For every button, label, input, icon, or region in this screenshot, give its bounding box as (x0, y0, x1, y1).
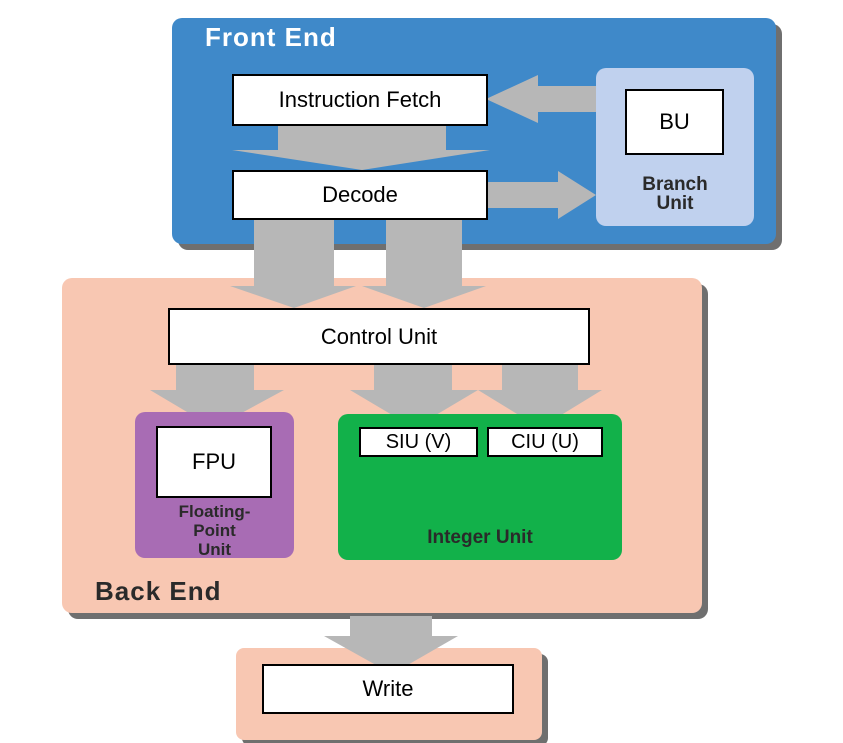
siu-box: SIU (V) (359, 427, 478, 457)
integer-unit-label: Integer Unit (427, 527, 533, 548)
fpu-label-line3: Unit (197, 540, 232, 559)
branch-unit-label-line1: Branch (642, 174, 708, 195)
front-end-title: Front End (205, 22, 337, 52)
arrow-control-to-fpu (150, 362, 284, 428)
arrow-branch-to-fetch (486, 75, 596, 123)
fpu-label-line2: Point (193, 521, 236, 540)
arrow-decode-to-branch (488, 171, 596, 219)
ciu-box: CIU (U) (487, 427, 603, 457)
arrow-control-to-ciu (478, 362, 602, 428)
write-box: Write (262, 664, 514, 714)
arrow-fetch-to-decode (232, 124, 490, 170)
arrow-decode-to-control-left (230, 218, 356, 308)
fpu-label: Floating- Point Unit (135, 502, 294, 559)
instruction-fetch-box: Instruction Fetch (232, 74, 488, 126)
branch-unit-label-line2: Unit (656, 193, 694, 214)
fpu-label-line1: Floating- (178, 502, 251, 521)
bu-box: BU (625, 89, 724, 155)
arrow-control-to-siu (350, 362, 478, 428)
back-end-title: Back End (95, 576, 222, 606)
arrow-decode-to-control-right (362, 218, 486, 308)
fpu-box: FPU (156, 426, 272, 498)
decode-box: Decode (232, 170, 488, 220)
arrow-backend-to-write (324, 616, 458, 674)
control-unit-box: Control Unit (168, 308, 590, 365)
branch-unit-label: Branch Unit (596, 175, 754, 213)
